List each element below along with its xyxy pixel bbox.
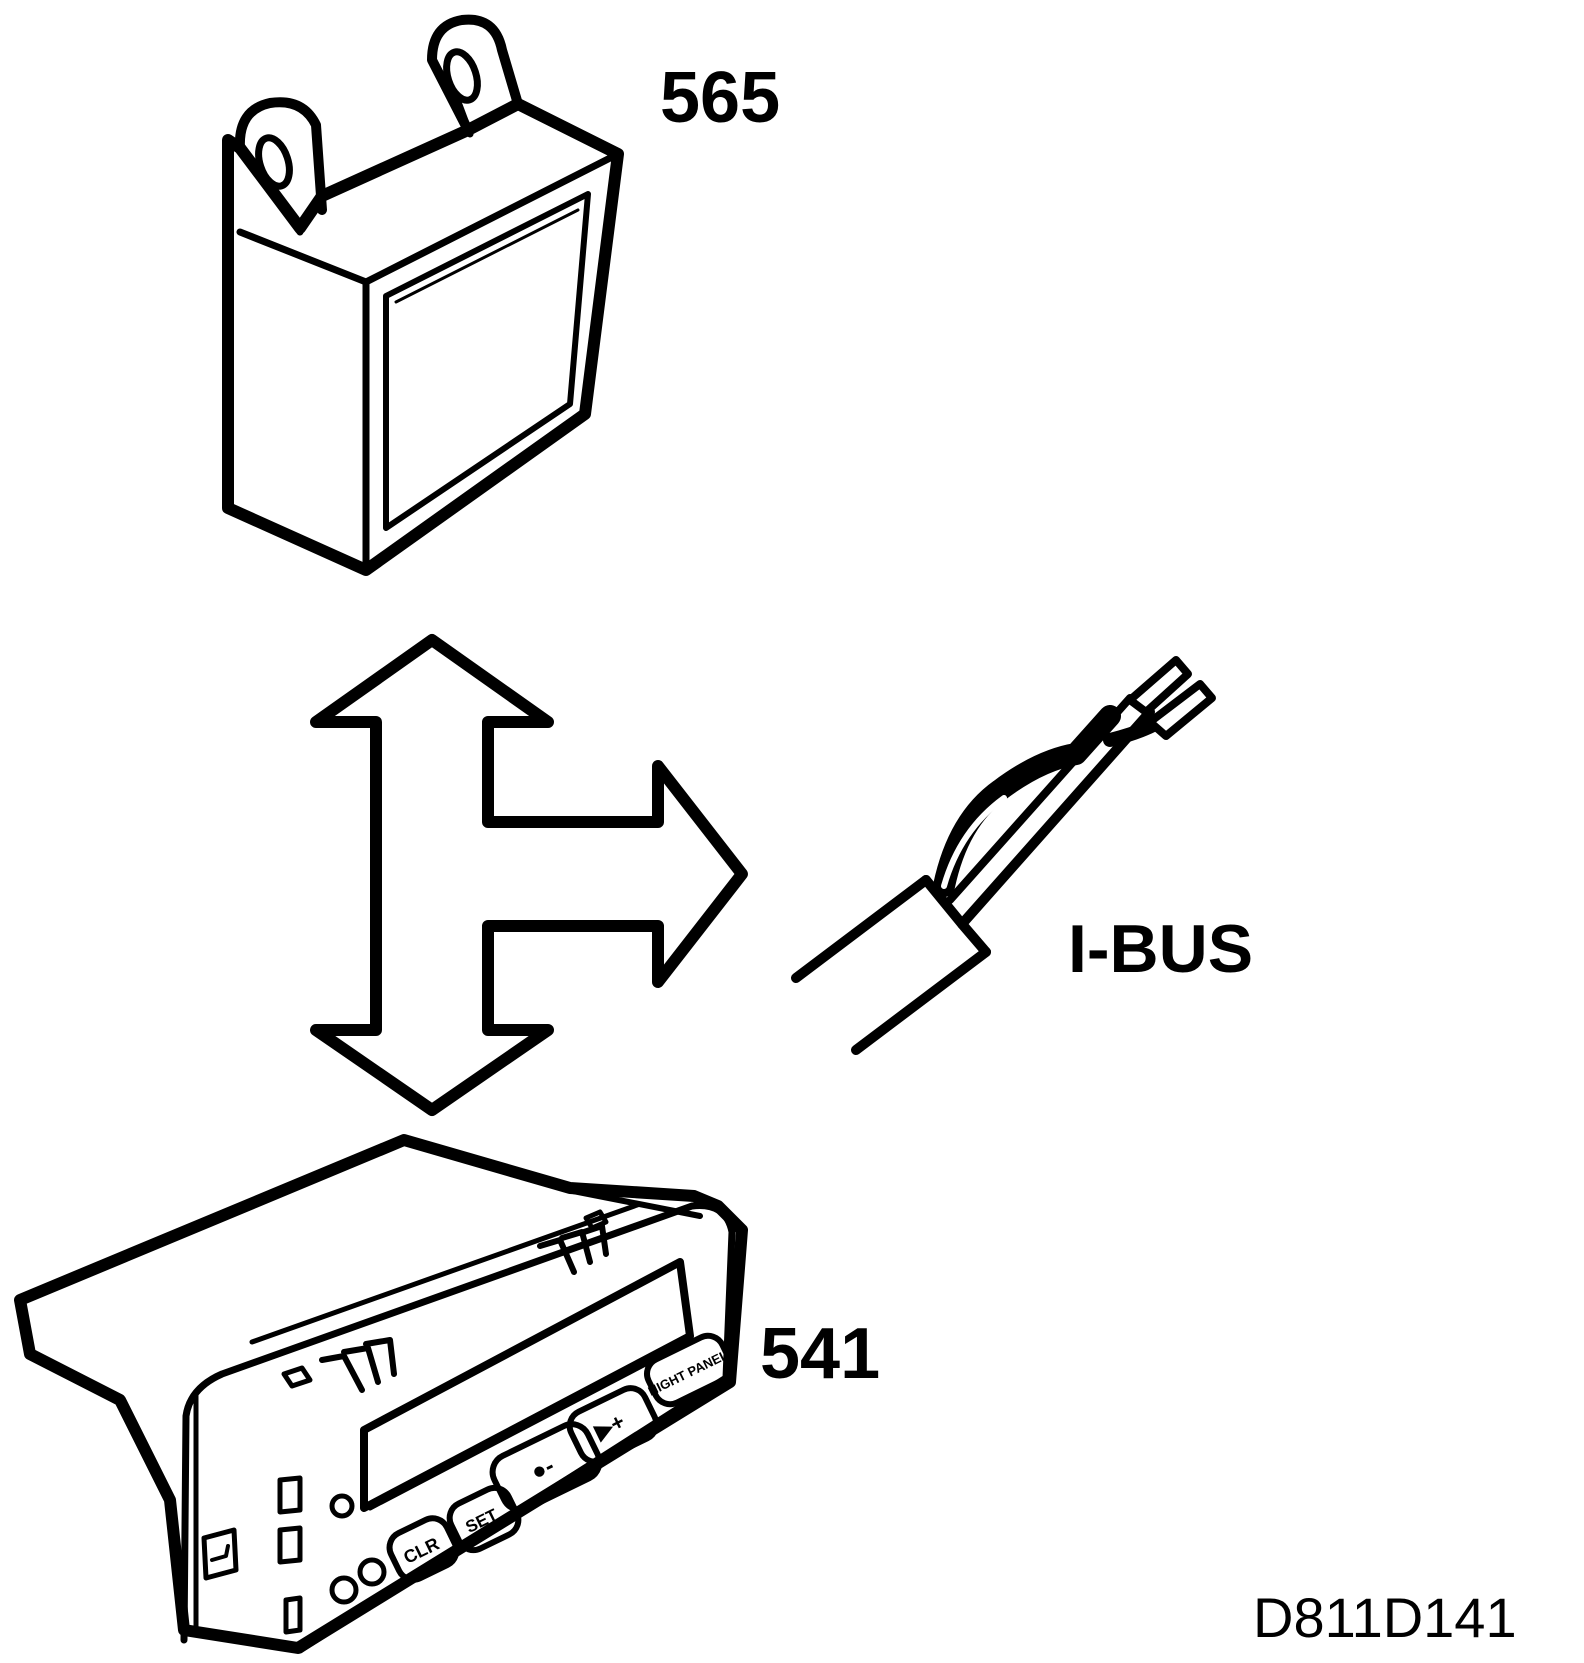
callout-ibus: I-BUS xyxy=(1068,911,1254,987)
button-plus-label: ▶+ xyxy=(590,1408,629,1444)
callout-565: 565 xyxy=(660,58,781,138)
ibus-cable-drawing xyxy=(791,656,1216,1055)
module-541-drawing xyxy=(14,1134,748,1654)
module-565-drawing xyxy=(222,14,624,576)
button-minus-label: ●- xyxy=(527,1452,559,1486)
figure-reference: D811D141 xyxy=(1253,1586,1517,1649)
callout-541: 541 xyxy=(760,1314,881,1394)
bidirectional-arrow xyxy=(310,634,748,1116)
